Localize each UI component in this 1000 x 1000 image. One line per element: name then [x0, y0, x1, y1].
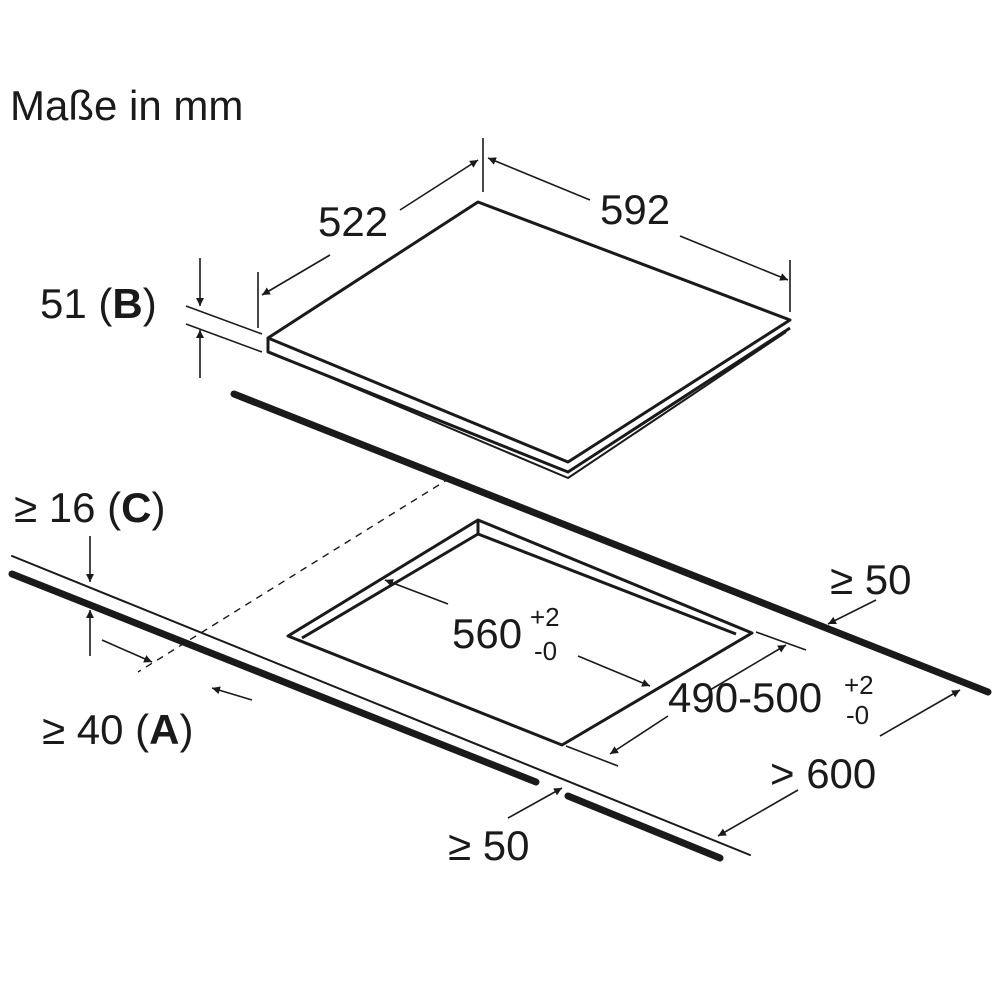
cutout-width-dimension [384, 579, 651, 687]
back-clearance-arrow [827, 599, 877, 625]
hob [266, 200, 792, 479]
cutout [286, 518, 754, 747]
worktop-front-edge [8, 555, 751, 862]
cutout-width-label: 560 [452, 610, 522, 657]
hob-front-edge [266, 326, 791, 474]
worktop-depth-label: > 600 [770, 750, 876, 797]
cutout-width-tol-plus: +2 [530, 602, 560, 632]
hob-width-label: 592 [600, 186, 670, 233]
cutout-depth-label: 490-500 [668, 674, 822, 721]
hob-bottom-edge [269, 331, 787, 479]
hob-width-dimension [487, 157, 791, 312]
hob-height-dimension [185, 258, 263, 378]
cutout-depth-dimension [565, 631, 807, 767]
hob-top-surface [266, 200, 792, 464]
worktop-depth-dimension [717, 689, 961, 837]
worktop-back-edge [230, 390, 992, 696]
front-clearance-dimension [101, 639, 253, 701]
cutout-width-tol-minus: -0 [534, 636, 557, 666]
side-clearance-arrow [507, 787, 563, 819]
cutout-depth-tol-plus: +2 [844, 670, 874, 700]
side-clearance-label: ≥ 50 [448, 822, 529, 869]
cutout-depth-tol-minus: -0 [846, 700, 869, 730]
hob-height-label: 51 (B) [40, 280, 157, 327]
page-title: Maße in mm [10, 82, 243, 129]
hidden-edge-line [137, 477, 451, 673]
worktop-thickness-label: ≥ 16 (C) [14, 484, 165, 531]
hob-depth-label: 522 [318, 198, 388, 245]
back-clearance-label: ≥ 50 [830, 556, 911, 603]
hob-depth-dimension [257, 138, 484, 328]
front-clearance-label: ≥ 40 (A) [42, 706, 193, 753]
